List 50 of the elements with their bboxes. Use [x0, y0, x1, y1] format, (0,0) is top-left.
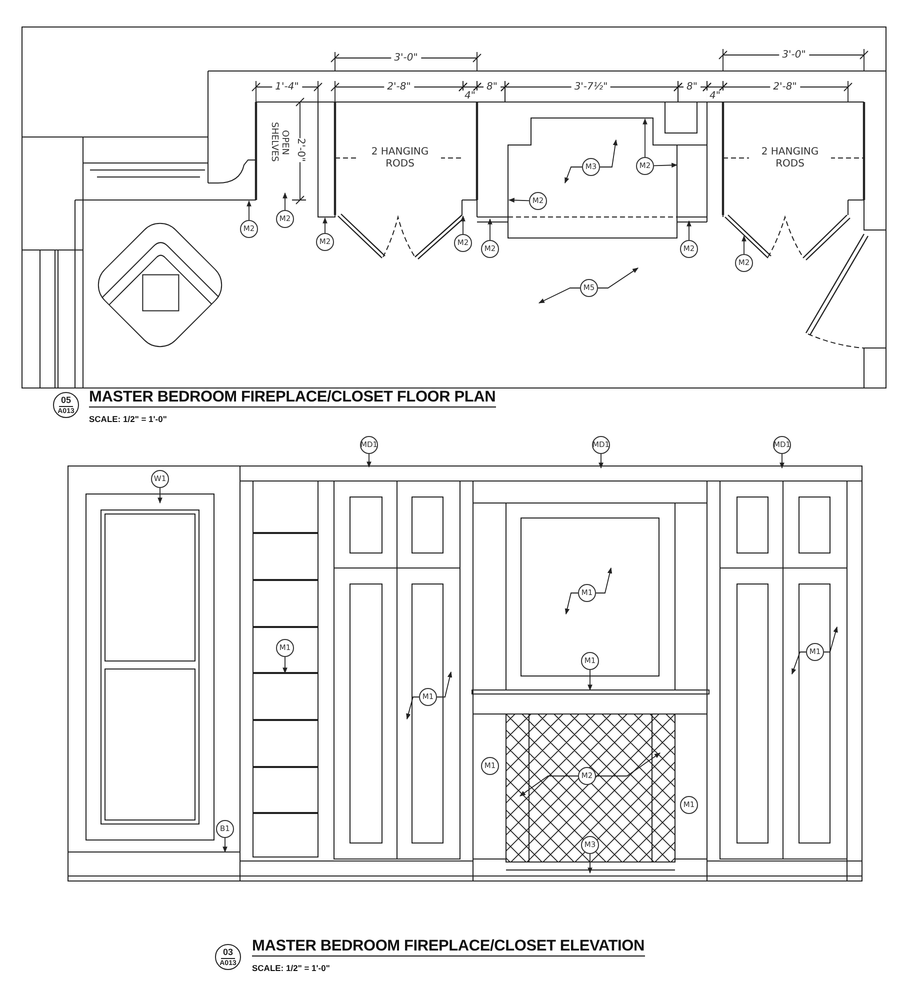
- leader-line: [282, 192, 288, 210]
- leader-line: [488, 218, 492, 240]
- dimension-label: 3'-0": [391, 52, 421, 64]
- leader-line: [564, 166, 582, 184]
- leader-line: [246, 200, 252, 220]
- leader-line: [538, 288, 580, 304]
- dimension-label: 2'-8": [770, 82, 800, 92]
- drawing-title: MASTER BEDROOM FIREPLACE/CLOSET FLOOR PLAN: [89, 388, 496, 408]
- leader-line: [436, 671, 452, 698]
- section-marker: [215, 944, 241, 970]
- leader-line: [366, 454, 372, 468]
- leader-line: [158, 488, 162, 504]
- leader-line: [406, 696, 420, 720]
- dimension-label: 8": [484, 82, 500, 92]
- dimension-label: 4": [706, 90, 724, 102]
- dimension-label: 2'-8": [384, 82, 414, 92]
- leader-line: [596, 567, 612, 594]
- dimension-label: 4": [462, 90, 478, 102]
- note-text: 2 HANGING RODS: [359, 146, 441, 170]
- dimension-label: 1'-4": [272, 82, 302, 92]
- leader-line: [564, 592, 578, 615]
- leader-line: [598, 454, 604, 469]
- note-text: 2 HANGING RODS: [749, 146, 831, 170]
- leader-line: [460, 215, 466, 234]
- leader-line: [598, 268, 638, 288]
- leader-line: [282, 656, 288, 674]
- drawing-title: MASTER BEDROOM FIREPLACE/CLOSET ELEVATION: [252, 938, 645, 956]
- section-number: 03: [220, 948, 235, 958]
- leader-line: [222, 838, 228, 853]
- leader-line: [588, 854, 592, 874]
- leader-line: [600, 139, 618, 168]
- dimension-label: 8": [684, 82, 700, 92]
- scale-note: SCALE: 1/2" = 1'-0": [252, 963, 330, 973]
- leader-line: [642, 118, 648, 158]
- leader-line: [742, 235, 746, 254]
- leader-line: [596, 752, 660, 776]
- dimension-label: 3'-0": [779, 50, 809, 60]
- section-number: 05: [58, 396, 73, 406]
- leader-line: [686, 220, 692, 240]
- leader-line: [792, 652, 806, 675]
- leader-line: [322, 217, 328, 234]
- leader-line: [824, 626, 838, 652]
- leader-line: [654, 162, 678, 168]
- dimension-label: 3'-7½": [571, 82, 611, 92]
- scale-note: SCALE: 1/2" = 1'-0": [89, 414, 167, 424]
- leader-line: [520, 776, 578, 796]
- section-marker: [53, 392, 79, 418]
- leader-line: [780, 454, 784, 469]
- leader-line: [588, 670, 592, 691]
- leader-line: [508, 198, 530, 203]
